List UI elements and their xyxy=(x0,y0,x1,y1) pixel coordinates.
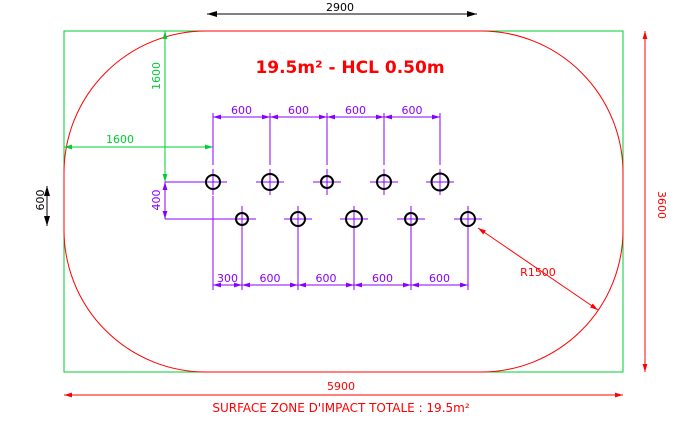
dimension-label: 300 xyxy=(217,272,238,285)
caption: SURFACE ZONE D'IMPACT TOTALE : 19.5m² xyxy=(212,401,470,415)
dimension-label: 600 xyxy=(345,104,366,117)
dim-600-left-label: 600 xyxy=(34,190,47,211)
anchor-point-circle xyxy=(404,212,418,226)
bounding-rectangle xyxy=(63,30,624,373)
dim-1600-horizontal-label: 1600 xyxy=(106,133,134,146)
dim-3600-label: 3600 xyxy=(655,191,668,219)
anchor-point-circle xyxy=(290,211,306,227)
dimension-label: 600 xyxy=(372,272,393,285)
radius-label: R1500 xyxy=(520,266,556,279)
dimension-label: 600 xyxy=(288,104,309,117)
anchor-point-circle xyxy=(205,174,221,190)
dimension-label: 600 xyxy=(402,104,423,117)
dimension-label: 600 xyxy=(429,272,450,285)
radius-leader xyxy=(477,227,599,311)
anchor-point-circle xyxy=(376,174,392,190)
dim-400-label: 400 xyxy=(150,190,163,211)
dimension-label: 600 xyxy=(260,272,281,285)
dimension-label: 600 xyxy=(231,104,252,117)
impact-zone-outline xyxy=(63,30,624,373)
anchor-point-circle xyxy=(320,175,334,189)
anchor-point-circle xyxy=(235,212,249,226)
title: 19.5m² - HCL 0.50m xyxy=(255,58,444,78)
dim-1600-vertical-label: 1600 xyxy=(150,62,163,90)
dim-2900-label: 2900 xyxy=(326,1,354,14)
anchor-point-circle xyxy=(430,172,450,192)
dim-5900-label: 5900 xyxy=(327,380,355,393)
dimension-label: 600 xyxy=(316,272,337,285)
anchor-point-circle xyxy=(460,211,476,227)
anchor-point-circle xyxy=(261,173,279,191)
anchor-point-circle xyxy=(345,210,363,228)
